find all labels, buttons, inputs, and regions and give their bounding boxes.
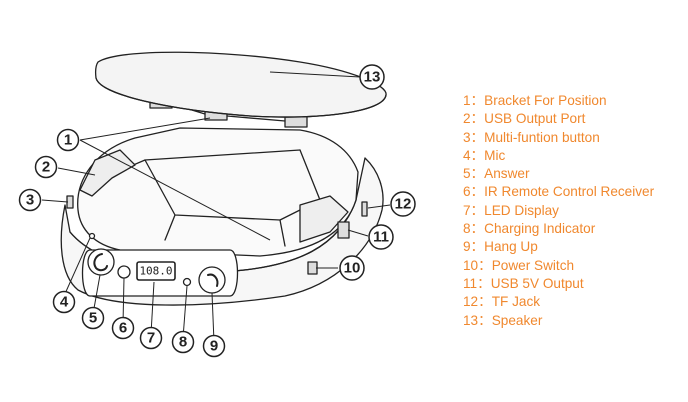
legend-item: 11：USB 5V Output [463,275,584,291]
svg-text:5: 5 [89,310,97,327]
svg-text:4: 4 [60,294,69,311]
callout-6: 6 [111,316,135,340]
callout-2: 2 [34,155,58,179]
svg-text:3: 3 [26,192,34,209]
svg-text:12: 12 [395,196,412,213]
charging-led-icon [182,277,192,287]
answer-phone-icon [93,253,108,272]
legend-item: 3：Multi-funtion button [463,129,600,145]
callout-8: 8 [171,330,195,354]
callout-13: 13 [359,64,385,90]
device-diagram: 108.0 1 2 3 4 5 6 7 [18,51,416,358]
callout-3: 3 [18,188,42,212]
callout-9: 9 [202,334,226,358]
callout-4: 4 [52,290,76,314]
power-switch [307,261,318,275]
svg-text:6: 6 [119,320,127,337]
svg-text:7: 7 [147,330,155,347]
legend-item: 1：Bracket For Position [463,93,607,108]
svg-text:10: 10 [344,260,361,277]
mic-hole-icon [88,232,96,240]
led-display [136,261,176,281]
svg-text:13: 13 [364,69,381,86]
svg-text:8: 8 [179,334,187,351]
callout-10: 10 [339,255,365,281]
hang-up-button [198,266,226,294]
legend-item: 9：Hang Up [463,239,538,255]
callout-7: 7 [139,326,163,350]
svg-text:1: 1 [64,132,72,149]
answer-button [87,248,115,276]
speaker-lid [94,51,387,118]
parts-legend: 1：Bracket For Position 2：USB Output Port… [463,92,654,330]
legend-item: 10：Power Switch [463,257,575,273]
usb-output-port [337,221,350,239]
hang-up-phone-icon [207,273,219,287]
legend-item: 13：Speaker [463,312,543,328]
callout-12: 12 [390,191,416,217]
legend-item: 8：Charging Indicator [463,221,596,237]
callout-1: 1 [56,128,80,152]
callout-5: 5 [81,306,105,330]
svg-text:11: 11 [373,229,389,246]
legend-item: 12：TF Jack [463,294,541,310]
ir-receiver-icon [117,265,131,279]
svg-text:9: 9 [210,338,218,355]
legend-item: 2：USB Output Port [463,111,586,127]
tf-jack [361,201,368,217]
legend-item: 5：Answer [463,166,530,182]
callout-11: 11 [368,224,394,250]
legend-item: 6：IR Remote Control Receiver [463,184,655,200]
callouts: 1 2 3 4 5 6 7 8 9 10 11 12 13 [18,64,416,358]
svg-text:2: 2 [42,159,50,176]
legend-item: 7：LED Display [463,202,559,218]
led-display-reading: 108.0 [139,265,172,278]
legend-item: 4：Mic [463,147,506,163]
